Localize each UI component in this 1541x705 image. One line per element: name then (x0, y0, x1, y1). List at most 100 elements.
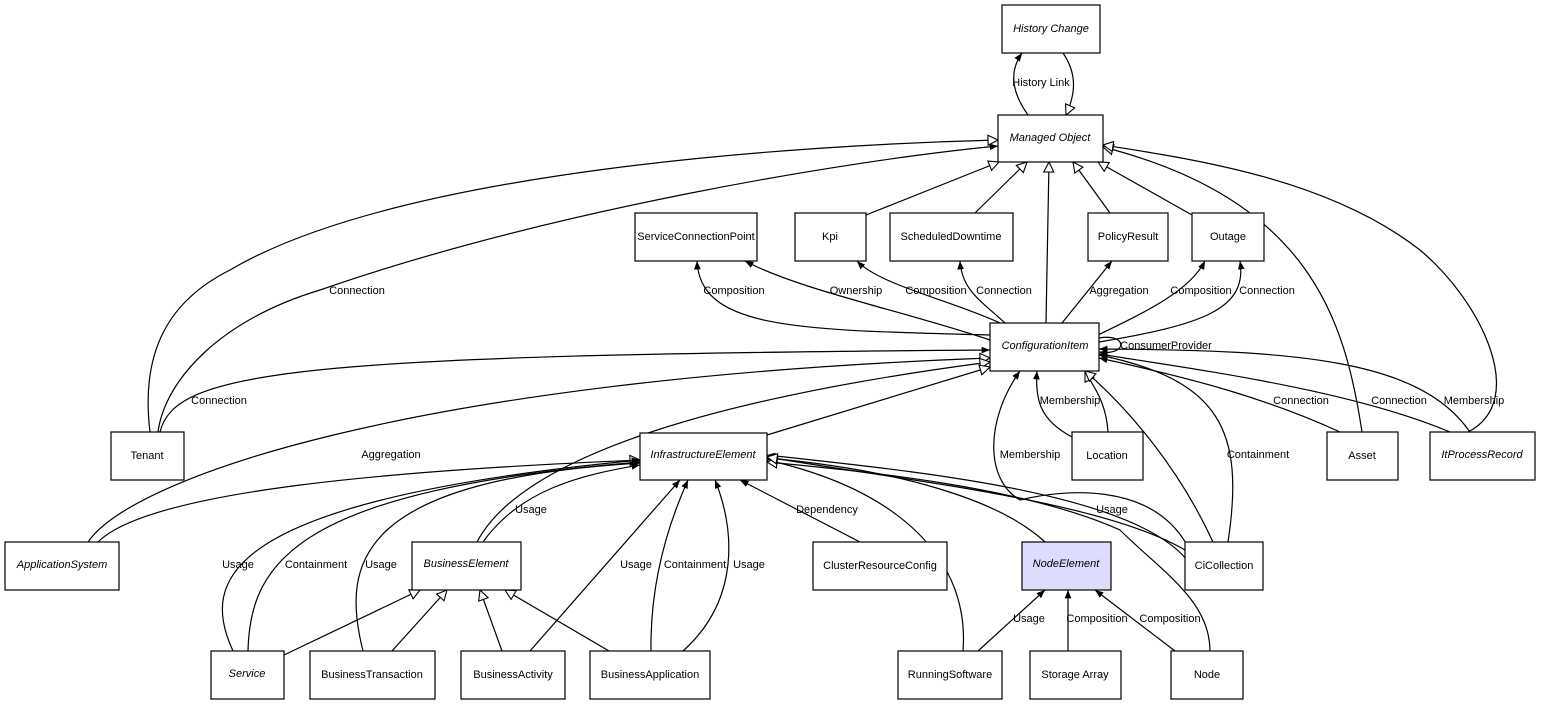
edge-label: Usage (1013, 613, 1045, 625)
edge-location-ci-membership (1033, 370, 1073, 438)
edge-service-ie-containment (247, 459, 641, 652)
edge-label: Composition (1066, 613, 1127, 625)
class-business-transaction[interactable]: BusinessTransaction (309, 650, 436, 700)
edge-label: Composition (703, 285, 764, 297)
class-scheduled-downtime[interactable]: ScheduledDowntime (889, 212, 1014, 262)
edge-ipr-mo (1103, 145, 1497, 433)
class-business-element[interactable]: BusinessElement (411, 541, 522, 591)
class-tenant[interactable]: Tenant (110, 431, 185, 481)
edge-ba-be (480, 590, 503, 652)
edge-cicollection-ie-usage (766, 452, 1188, 561)
class-outage[interactable]: Outage (1191, 212, 1265, 262)
class-location[interactable]: Location (1071, 431, 1144, 481)
edges (87, 52, 1497, 656)
edge-label: Usage (733, 559, 765, 571)
class-label: ServiceConnectionPoint (637, 231, 754, 243)
class-node[interactable]: Node (1170, 650, 1244, 700)
class-infrastructure-element[interactable]: InfrastructureElement (639, 432, 768, 481)
edge-label: Connection (191, 395, 247, 407)
edge-label: Aggregation (361, 449, 420, 461)
edge-label: Membership (1000, 449, 1061, 461)
edge-tenant-ci-connection (159, 346, 991, 433)
class-label: ClusterResourceConfig (823, 560, 937, 572)
class-business-application[interactable]: BusinessApplication (589, 650, 711, 700)
edge-rs-ie (767, 460, 965, 652)
edge-history-link (1013, 52, 1029, 116)
edge-label: Usage (365, 559, 397, 571)
edge-label: Usage (222, 559, 254, 571)
class-label: BusinessApplication (601, 669, 699, 681)
edge-ipr-ci-membership (1098, 345, 1471, 433)
class-asset[interactable]: Asset (1326, 431, 1399, 481)
class-label: BusinessActivity (473, 669, 553, 681)
edge-ipr-ci-connection (1098, 351, 1451, 433)
edge-label: Composition (1170, 285, 1231, 297)
edge-label: Connection (329, 285, 385, 297)
edge-label: Containment (1227, 449, 1289, 461)
class-label: Kpi (822, 231, 838, 243)
class-managed-object[interactable]: Managed Object (997, 114, 1104, 163)
class-label: Managed Object (1010, 132, 1092, 144)
edge-label: Containment (664, 559, 726, 571)
edge-label: Usage (1096, 504, 1128, 516)
edge-label: Composition (905, 285, 966, 297)
class-label: ItProcessRecord (1441, 449, 1523, 461)
class-kpi[interactable]: Kpi (794, 212, 867, 262)
class-policy-result[interactable]: PolicyResult (1087, 212, 1169, 262)
class-it-process-record[interactable]: ItProcessRecord (1429, 431, 1536, 481)
nodes: History Change Managed Object ServiceCon… (4, 4, 1536, 700)
edge-labels: History Link Connection Connection Compo… (191, 77, 1504, 625)
class-business-activity[interactable]: BusinessActivity (460, 650, 566, 700)
edge-label: History Link (1012, 77, 1070, 89)
edge-rs-nodeelement-usage (977, 589, 1046, 652)
edge-cicollection-ci-membership (993, 370, 1188, 546)
edge-label: Composition (1139, 613, 1200, 625)
edge-label: Connection (976, 285, 1032, 297)
class-cluster-resource-config[interactable]: ClusterResourceConfig (812, 541, 948, 591)
edge-ie-ci (766, 367, 990, 436)
class-label: BusinessElement (424, 558, 510, 570)
class-label: Tenant (130, 450, 163, 462)
edge-bapp-ie-usage (682, 479, 730, 652)
class-node-element[interactable]: NodeElement (1021, 541, 1112, 591)
edge-ci-mo (1046, 162, 1049, 324)
edge-label: Membership (1444, 395, 1505, 407)
edge-bt-ie-usage (355, 460, 641, 652)
edge-ci-kpi-composition (856, 260, 1001, 324)
class-history-change[interactable]: History Change (1001, 4, 1101, 54)
edge-node-nodeelement-composition (1094, 589, 1176, 652)
class-storage-array[interactable]: Storage Array (1029, 650, 1122, 700)
class-ci-collection[interactable]: CiCollection (1184, 541, 1264, 591)
edge-label: Aggregation (1089, 285, 1148, 297)
edge-asset-mo (1103, 147, 1363, 433)
edge-outage-mo (1098, 162, 1193, 216)
edge-asset-ci-connection (1098, 356, 1341, 433)
class-label: BusinessTransaction (321, 669, 423, 681)
edge-ci-scp-ownership (744, 260, 991, 341)
class-application-system[interactable]: ApplicationSystem (4, 541, 120, 591)
edge-label: Ownership (830, 285, 883, 297)
edge-cicollection-ci-containment (1098, 353, 1234, 543)
class-label: RunningSoftware (908, 669, 992, 681)
edge-label: Dependency (796, 504, 858, 516)
edge-label: Usage (620, 559, 652, 571)
edge-label: Connection (1239, 285, 1295, 297)
class-label: History Change (1013, 23, 1089, 35)
edge-be-ie-usage (482, 463, 641, 543)
edge-cicollection-ie-gen (767, 457, 1186, 551)
class-configuration-item[interactable]: ConfigurationItem (989, 322, 1100, 372)
class-label: Storage Array (1041, 669, 1109, 681)
edge-pr-mo (1073, 162, 1111, 214)
edge-cicollection-ci-gen (1085, 371, 1214, 543)
class-service[interactable]: Service (210, 650, 285, 700)
edge-kpi-mo (865, 162, 999, 216)
edge-tenant-mo-connection (157, 143, 999, 433)
class-running-software[interactable]: RunningSoftware (897, 650, 1003, 700)
class-label: ConfigurationItem (1002, 340, 1089, 352)
edge-label: Connection (1371, 395, 1427, 407)
edge-label: Containment (285, 559, 347, 571)
class-service-connection-point[interactable]: ServiceConnectionPoint (634, 212, 758, 262)
class-label: CiCollection (1195, 560, 1254, 572)
edge-label: Usage (515, 504, 547, 516)
